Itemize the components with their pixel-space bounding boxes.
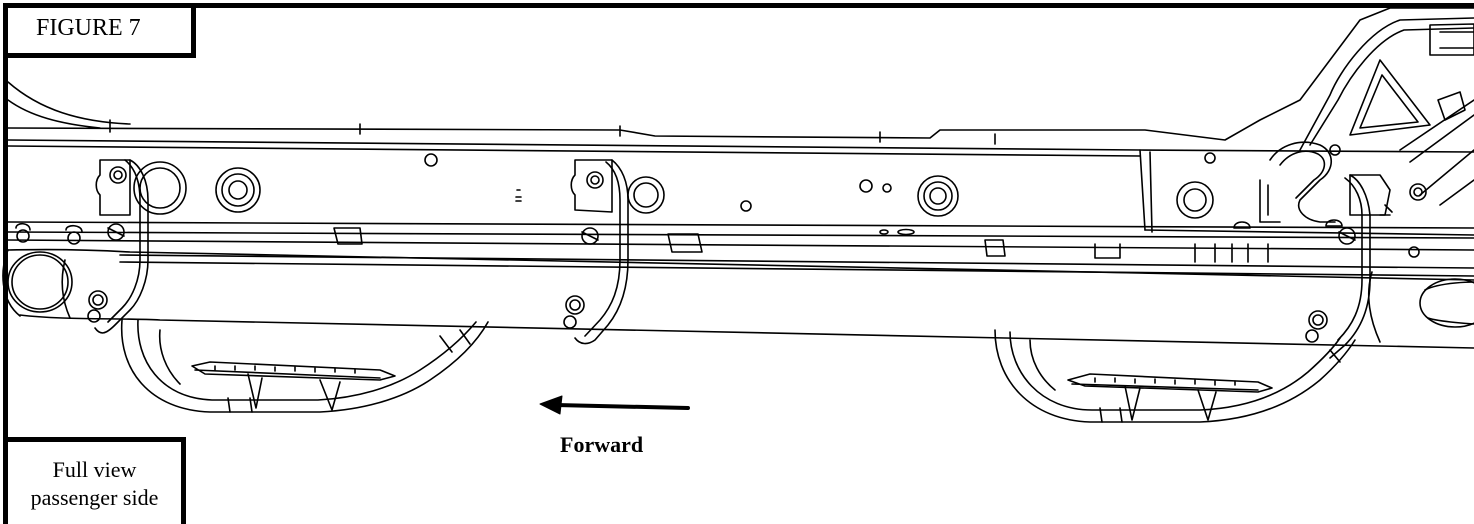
- figure-frame: [3, 3, 1474, 524]
- body-curve-left: [7, 81, 131, 129]
- upper-body-structure: [1204, 17, 1474, 229]
- mounting-bracket-3: [1305, 174, 1427, 359]
- mounting-bracket-2: [563, 159, 629, 345]
- view-caption: Full view passenger side: [8, 437, 186, 524]
- rail-holes: [133, 153, 1214, 236]
- rail-slots: [333, 227, 1269, 263]
- step-tube: [2, 248, 1474, 349]
- caption-line-2: passenger side: [30, 485, 159, 510]
- left-fittings: [15, 222, 83, 245]
- frame-rail: [7, 7, 1474, 277]
- step-loop-1: [120, 319, 489, 413]
- caption-line-1: Full view: [52, 457, 137, 482]
- forward-label: Forward: [560, 432, 644, 457]
- figure-label: FIGURE 7: [8, 8, 196, 58]
- forward-arrow: [539, 395, 690, 415]
- step-loop-2: [994, 329, 1356, 423]
- mounting-bracket-1: [87, 159, 149, 334]
